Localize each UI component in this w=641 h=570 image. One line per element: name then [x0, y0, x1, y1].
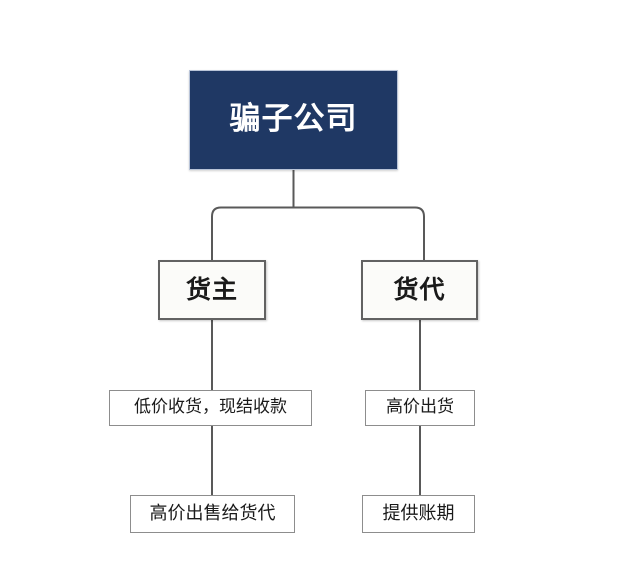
node-actor-cargo-owner: 货主 — [158, 260, 266, 320]
node-actor-freight-forwarder: 货代 — [361, 260, 478, 320]
node-root-company: 骗子公司 — [189, 70, 398, 170]
connector-branch-right — [293, 206, 425, 260]
node-step-left: 低价收货，现结收款 — [109, 390, 312, 426]
connector-branch-left — [211, 206, 294, 260]
node-terminal-right: 提供账期 — [362, 495, 475, 533]
node-terminal-left: 高价出售给货代 — [130, 495, 295, 533]
node-step-right: 高价出货 — [365, 390, 475, 426]
